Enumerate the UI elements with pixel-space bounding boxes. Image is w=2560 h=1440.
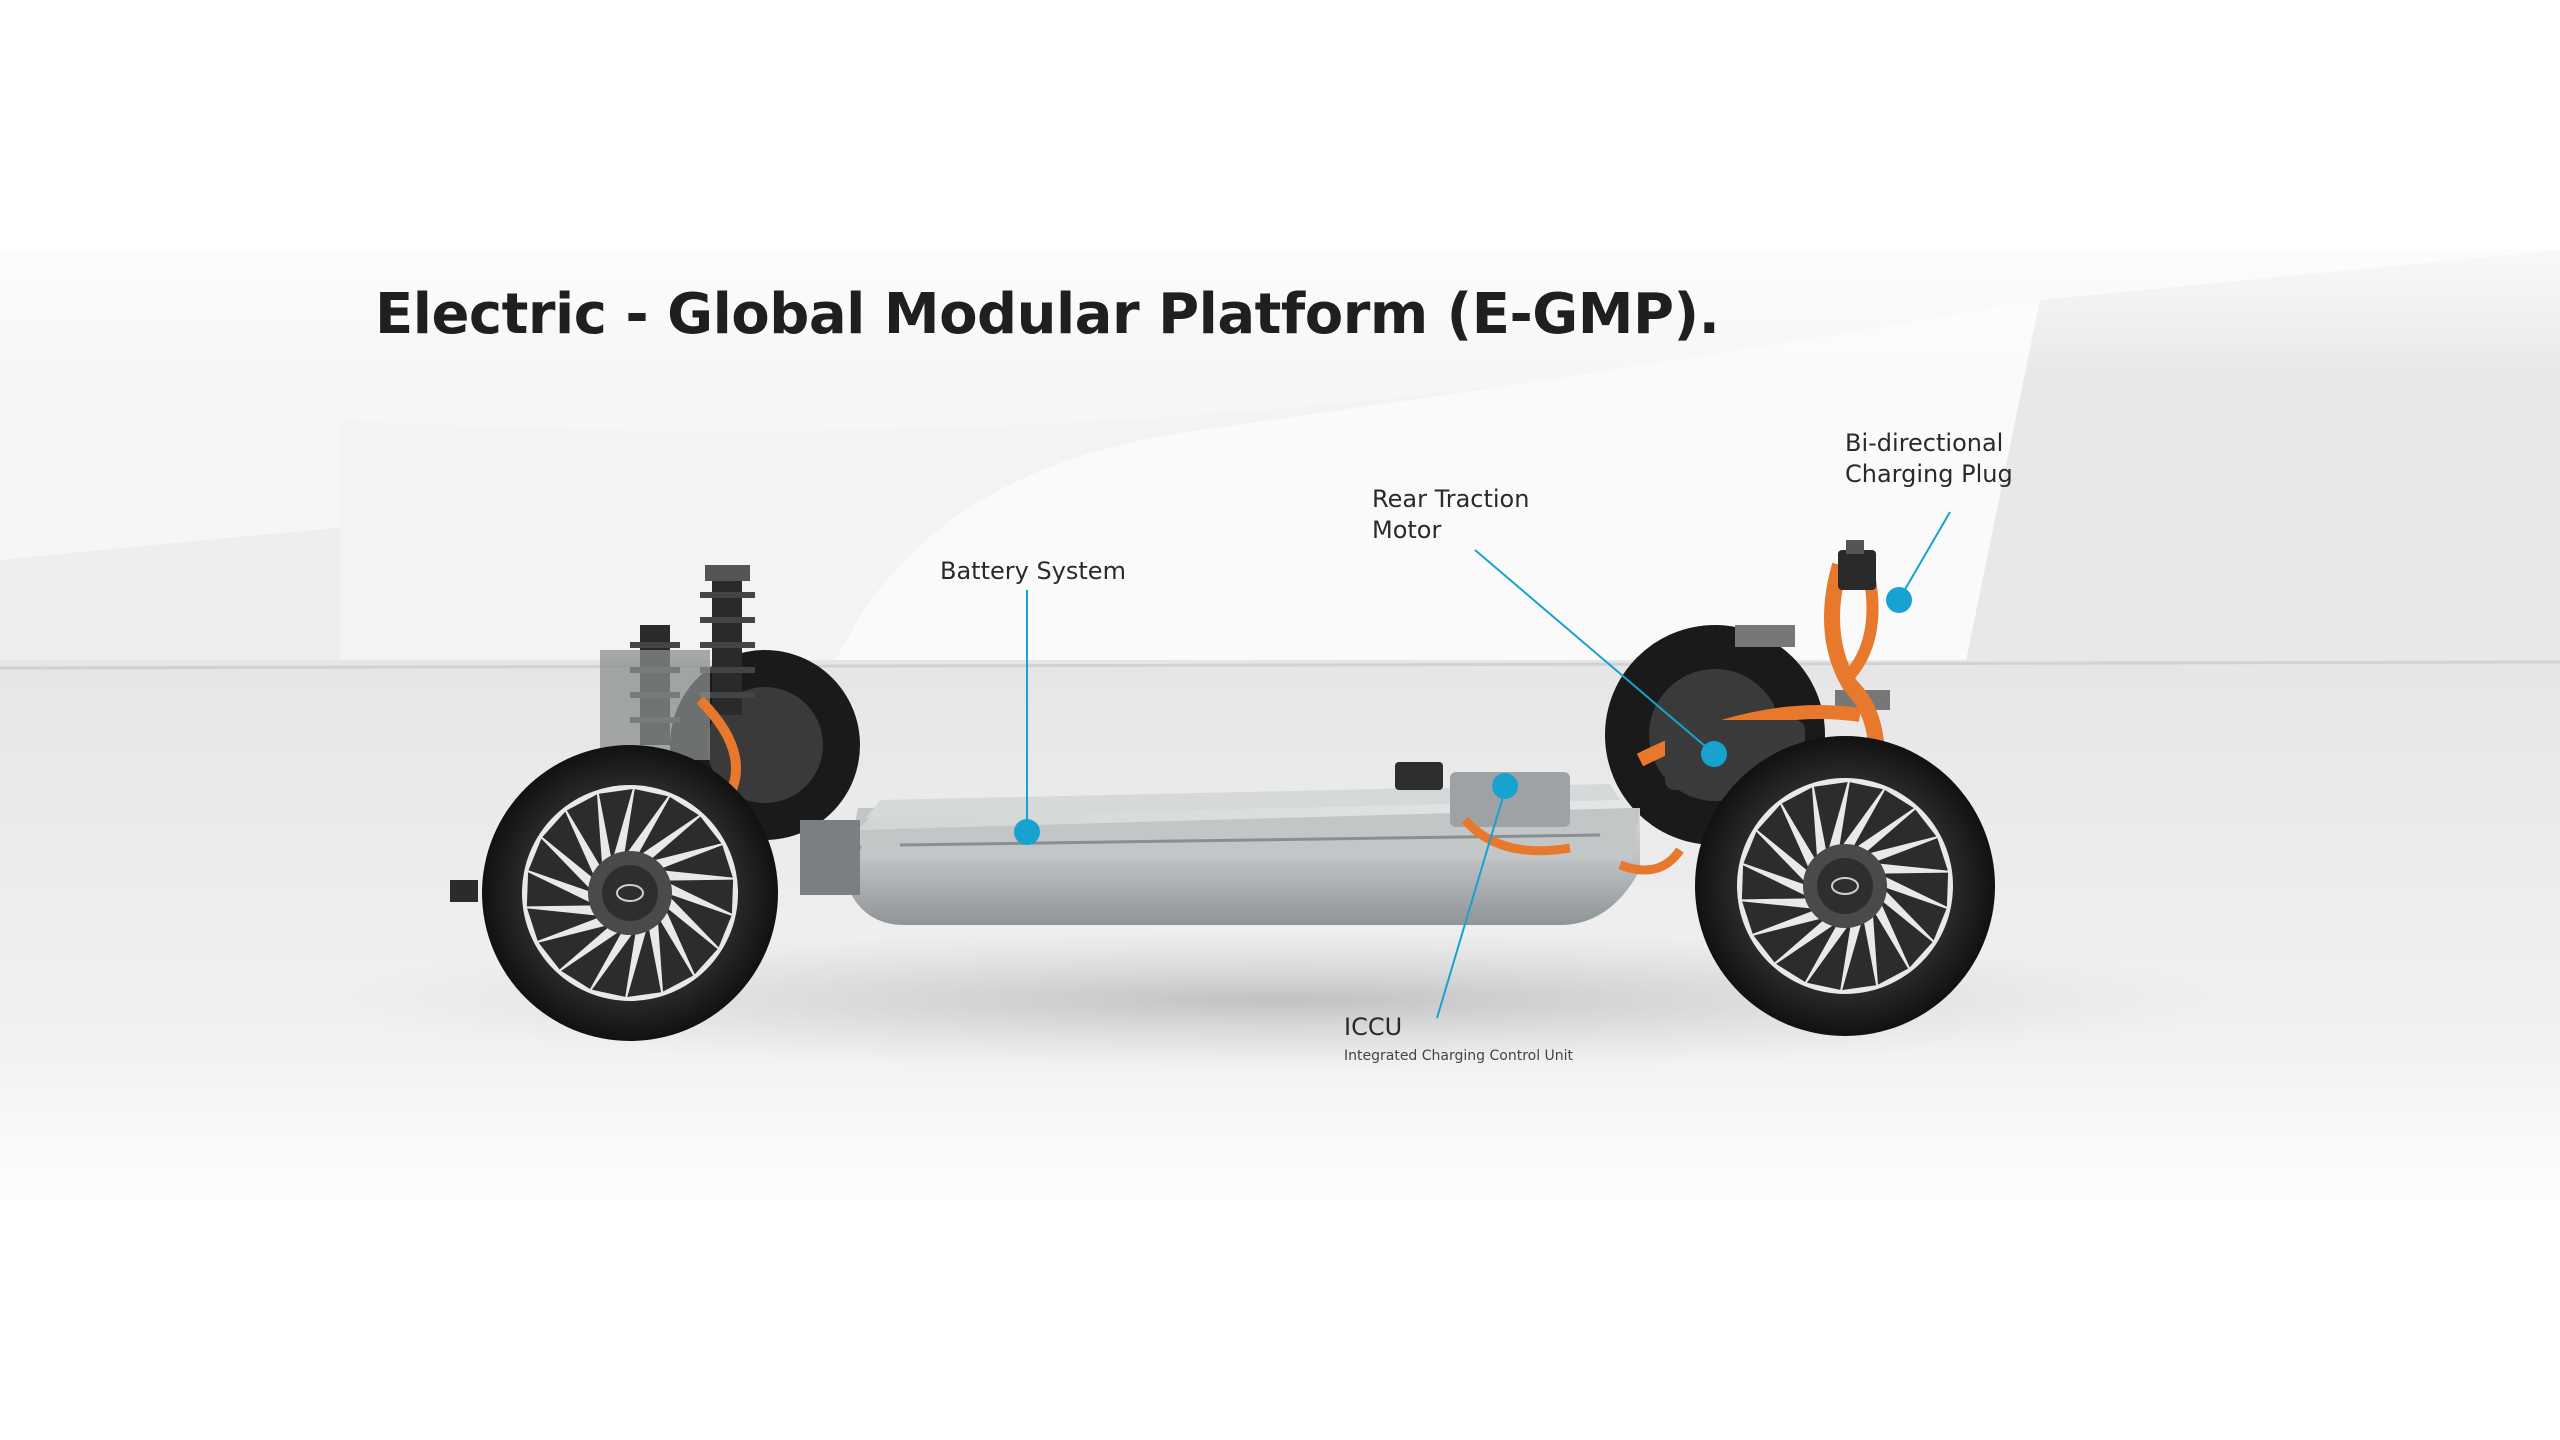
- rim-blade: [1863, 809, 1937, 855]
- rim-blade: [1881, 886, 1947, 941]
- rim-blade: [526, 872, 597, 907]
- rim-blade: [528, 838, 594, 893]
- rim-blade: [542, 811, 597, 881]
- rim-blade: [1838, 782, 1884, 851]
- rim-blade: [598, 789, 633, 862]
- studio-background: [0, 200, 2560, 1250]
- rim-blade: [538, 924, 612, 970]
- rim-blade: [1781, 787, 1818, 863]
- battery-hotspot[interactable]: [1014, 819, 1040, 845]
- plug-hotspot[interactable]: [1886, 587, 1912, 613]
- page-title: Electric - Global Modular Platform (E-GM…: [375, 282, 1720, 347]
- iccu-hotspot[interactable]: [1492, 773, 1518, 799]
- rim-blade: [591, 928, 637, 997]
- rim-blade: [1753, 917, 1827, 963]
- rim-blade: [1842, 917, 1877, 990]
- rim-blade: [566, 794, 603, 870]
- front-suspension: [600, 565, 755, 814]
- rim-blade: [648, 816, 722, 862]
- charging-plug-label: Bi-directional Charging Plug: [1845, 429, 2013, 488]
- rim-blade: [1878, 898, 1933, 968]
- rear-traction-motor-label: Rear Traction Motor: [1372, 485, 1530, 544]
- rim-blade: [657, 916, 694, 992]
- motor-hotspot[interactable]: [1701, 741, 1727, 767]
- battery-pack: [450, 762, 1684, 925]
- rim-blade: [1757, 804, 1812, 874]
- rear-wheel: [1695, 736, 1995, 1036]
- rim-blade: [1813, 782, 1848, 855]
- rim-blade: [1872, 909, 1909, 985]
- rim-blade: [663, 905, 718, 975]
- rim-blade: [527, 908, 603, 941]
- battery-system-label: Battery System: [940, 557, 1126, 585]
- leader-iccu: [1436, 789, 1506, 1019]
- leader-motor: [1474, 549, 1713, 753]
- rim-blade: [657, 845, 733, 878]
- iccu-label: ICCU: [1344, 1013, 1403, 1041]
- rim-blade: [1743, 831, 1809, 886]
- callout-lines: [1026, 511, 1951, 1019]
- rim-blade: [663, 879, 734, 914]
- rim-blade: [1776, 921, 1839, 983]
- rim-blade: [1806, 921, 1852, 990]
- rim-blade: [1872, 838, 1948, 871]
- rim-blade: [1878, 872, 1949, 907]
- rim-blade: [623, 789, 669, 858]
- rim-blade: [627, 924, 662, 997]
- callout-dots[interactable]: [1014, 587, 1912, 845]
- rim-blade: [636, 796, 699, 858]
- rim-blade: [1742, 901, 1818, 934]
- iccu-sublabel: Integrated Charging Control Unit: [1344, 1048, 1574, 1064]
- front-wheel: [482, 745, 778, 1041]
- rim-blade: [666, 893, 732, 948]
- rim-blade: [1741, 865, 1812, 900]
- rim-blade: [1851, 789, 1914, 851]
- rim-blade: [561, 928, 624, 990]
- leader-plug: [1899, 511, 1951, 599]
